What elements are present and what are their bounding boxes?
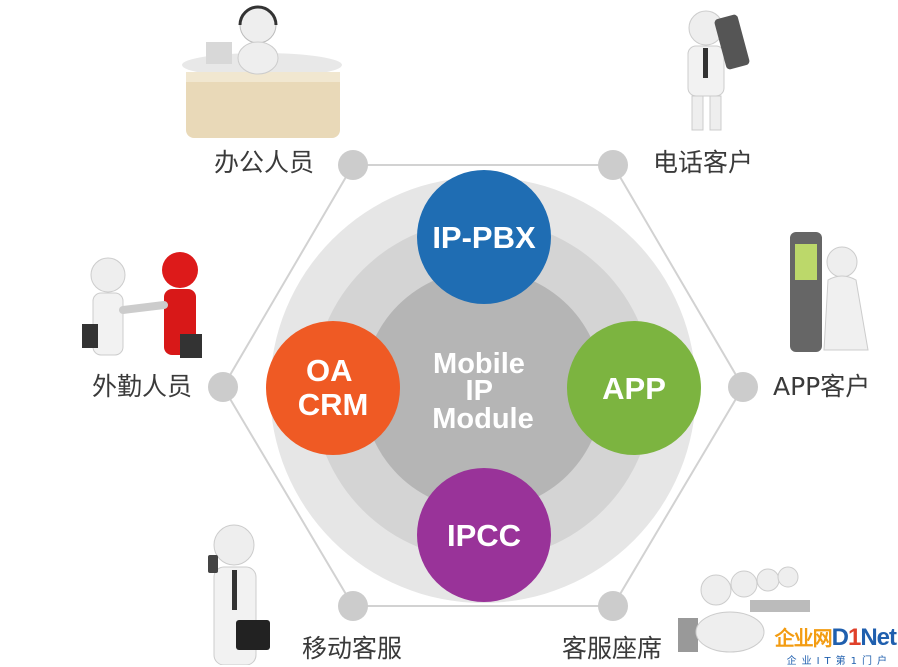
center-line-1: Mobile <box>433 348 525 380</box>
vertex-dot-service-seat <box>598 591 628 621</box>
logo-brand: 企业网D1Net <box>774 624 897 651</box>
vertex-dot-field <box>208 372 238 402</box>
vertex-dot-phone <box>598 150 628 180</box>
mobile-businessman-icon <box>208 524 270 665</box>
oa-crm-label: OA CRM <box>298 353 369 422</box>
node-label-mobile-service: 移动客服 <box>302 634 403 663</box>
vertex-dot-app <box>728 372 758 402</box>
module-ipcc: IPCC <box>417 468 551 602</box>
handshake-icon <box>82 252 202 358</box>
node-label-service-seat: 客服座席 <box>562 634 663 663</box>
center-text: Mobile IP Module <box>432 348 534 435</box>
module-app: APP <box>567 321 701 455</box>
center-line-2: IP <box>466 375 493 407</box>
module-ip-pbx: IP-PBX <box>417 170 551 304</box>
app-label: APP <box>602 371 666 406</box>
node-label-app-customer: APP客户 <box>773 372 871 401</box>
watermark-logo: 企业网D1Net 企业IT第1门户 <box>738 622 898 667</box>
ip-pbx-label: IP-PBX <box>432 220 536 255</box>
core-circle <box>363 270 603 510</box>
ipcc-circle <box>417 468 551 602</box>
module-oa-crm: OA CRM <box>266 321 400 455</box>
center-line-3: Module <box>432 403 534 435</box>
smartphone-user-icon <box>790 232 869 352</box>
vertex-dot-office <box>338 150 368 180</box>
node-label-field-staff: 外勤人员 <box>92 372 193 401</box>
call-center-agents-icon <box>678 566 810 653</box>
oa-crm-circle <box>266 321 400 455</box>
node-label-office-staff: 办公人员 <box>214 148 315 177</box>
vertex-dot-mobile <box>338 591 368 621</box>
ipcc-label: IPCC <box>447 518 521 553</box>
ip-pbx-circle <box>417 170 551 304</box>
receptionist-desk-icon <box>182 5 342 138</box>
app-circle <box>567 321 701 455</box>
node-label-phone-customer: 电话客户 <box>653 148 754 177</box>
phone-caller-icon <box>687 10 750 131</box>
logo-tagline: 企业IT第1门户 <box>786 656 892 667</box>
